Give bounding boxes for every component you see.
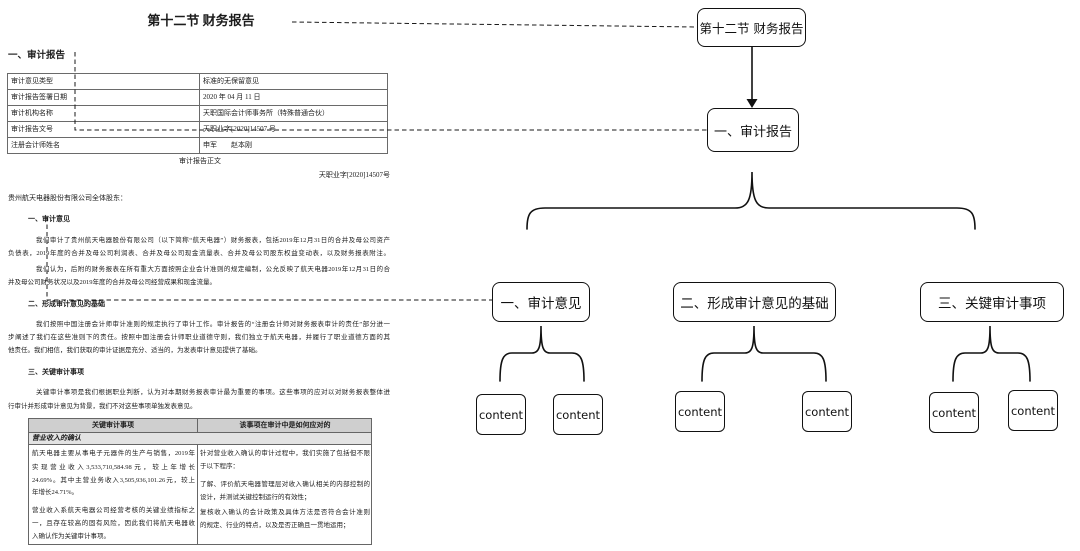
- matter-line: 营业收入系航天电器公司经营考核的关键业绩指标之: [32, 507, 195, 514]
- table-header-row: 关键审计事项 该事项在审计中是如何应对的: [29, 419, 371, 433]
- paragraph-line: 步阐述了我们在这些准则下的责任。按照中国注册会计师职业道德守则，我们独立于航天电…: [8, 334, 390, 341]
- column-header: 该事项在审计中是如何应对的: [239, 421, 331, 429]
- key-audit-matters-node: 三、关键审计事项: [920, 282, 1064, 322]
- brace-basis-contents: [701, 325, 827, 382]
- section-title: 第十二节 财务报告: [147, 13, 255, 28]
- node-label: 一、审计意见: [500, 296, 582, 312]
- brace-key-matters-contents: [952, 325, 1031, 382]
- paragraph-line: 我们按照中国注册会计师审计准则的规定执行了审计工作。审计报告的“注册会计师对财务…: [36, 321, 390, 328]
- paragraph-line: 关键审计事项是我们根据职业判断，认为对本期财务报表审计最为重要的事项。这些事项的…: [36, 389, 390, 396]
- opinion-basis-node: 二、形成审计意见的基础: [673, 282, 836, 322]
- table-row: 注册会计师姓名 申军 赵本刚: [7, 137, 388, 154]
- arrow-root-to-audit-report: [746, 47, 758, 108]
- audit-report-node: 一、审计报告: [707, 108, 799, 152]
- connector-title-to-root: [291, 21, 698, 28]
- paragraph-line: 他责任。我们相信，我们获取的审计证据是充分、适当的，为发表审计意见提供了基础。: [8, 347, 262, 354]
- response-line: 于以下程序：: [200, 463, 239, 470]
- connector-audit-report-to-node: [74, 52, 707, 131]
- content-label: content: [478, 407, 524, 422]
- addressee: 贵州航天电器股份有限公司全体股东：: [8, 194, 127, 202]
- response-line: 针对营业收入确认的审计过程中，我们实施了包括但不限: [200, 450, 370, 457]
- key-audit-matters-heading: 三、关键审计事项: [28, 368, 84, 376]
- content-box: content: [802, 391, 852, 432]
- column-divider: [197, 445, 198, 545]
- group-title: 营业收入的确认: [32, 434, 81, 442]
- brace-audit-report-children: [526, 171, 976, 230]
- matter-line: 实现营业收入3,533,710,584.98元，较上年增长: [32, 464, 195, 471]
- audit-summary-table: 审计意见类型 标准的无保留意见 审计报告签署日期 2020 年 04 月 11 …: [7, 73, 388, 154]
- arrow-head: [746, 99, 758, 108]
- matter-line: 航天电器主要从事电子元器件的生产与销售，2019年: [32, 450, 195, 457]
- node-label: 三、关键审计事项: [938, 296, 1046, 312]
- opinion-basis-heading: 二、形成审计意见的基础: [28, 300, 105, 308]
- content-box: content: [675, 391, 725, 432]
- content-label: content: [804, 404, 850, 419]
- matter-line: 24.69%。其中主营业务收入3,505,936,101.26元，较上: [32, 477, 195, 484]
- matter-line: 入确认作为关键审计事项。: [32, 533, 110, 540]
- content-label: content: [555, 407, 601, 422]
- node-label: 二、形成审计意见的基础: [680, 296, 829, 312]
- report-body-title: 审计报告正文: [179, 157, 221, 165]
- content-label: content: [931, 405, 977, 420]
- braces: [499, 171, 1031, 382]
- node-label: 第十二节 财务报告: [699, 21, 804, 36]
- key-audit-matters-table: 关键审计事项 该事项在审计中是如何应对的 营业收入的确认 航天电器主要从事电子元…: [28, 418, 372, 545]
- content-box: content: [476, 394, 526, 435]
- content-box: content: [1008, 390, 1058, 431]
- audit-opinion-heading: 一、审计意见: [28, 215, 70, 223]
- response-line: 的规定、行业的特点，以及是否正确且一贯地运用；: [200, 522, 350, 529]
- response-line: 设计，并测试关键控制运行的有效性；: [200, 494, 311, 501]
- table-row: 审计机构名称 天职国际会计师事务所（特殊普通合伙）: [7, 105, 388, 122]
- paragraph-line: 我们审计了贵州航天电器股份有限公司（以下简称“航天电器”）财务报表，包括2019…: [36, 237, 390, 244]
- summary-value: 申军 赵本刚: [199, 137, 388, 154]
- paragraph-line: 负债表，2019年度的合并及母公司利润表、合并及母公司现金流量表、合并及母公司股…: [8, 250, 390, 257]
- column-header: 关键审计事项: [92, 421, 134, 429]
- paragraph-line: 行审计并形成审计意见为背景，我们不对这些事项单独发表意见。: [8, 403, 197, 410]
- paragraph-line: 并及母公司财务状况以及2019年度的合并及母公司经营成果和现金流量。: [8, 279, 216, 286]
- annual-report-excerpt: 第十二节 财务报告 一、审计报告 审计意见类型 标准的无保留意见 审计报告签署日…: [0, 0, 400, 551]
- node-label: 一、审计报告: [713, 124, 792, 140]
- root-node: 第十二节 财务报告: [697, 8, 806, 47]
- response-line: 了解、评价航天电器管理层对收入确认相关的内部控制的: [200, 481, 370, 488]
- audit-report-heading: 一、审计报告: [8, 51, 66, 61]
- content-box: content: [553, 394, 603, 435]
- content-label: content: [677, 404, 723, 419]
- column-divider: [197, 419, 198, 433]
- report-number: 天职业字[2020]14507号: [318, 171, 390, 179]
- content-label: content: [1010, 403, 1056, 418]
- audit-opinion-node: 一、审计意见: [492, 282, 590, 322]
- response-line: 复核收入确认的会计政策及具体方法是否符合会计准则: [200, 509, 370, 516]
- matter-line: 一，且存在较高的固有风险，因此我们将航天电器收: [32, 520, 195, 527]
- table-group-row: 营业收入的确认: [29, 433, 371, 445]
- dashed-connectors: [46, 21, 707, 301]
- paragraph-line: 我们认为，后附的财务报表在所有重大方面按照企业会计准则的规定编制，公允反映了航天…: [36, 266, 390, 273]
- connector-audit-opinion-to-node: [46, 217, 492, 301]
- brace-opinion-contents: [499, 325, 585, 382]
- content-box: content: [929, 392, 979, 433]
- matter-line: 年增长24.71%。: [32, 489, 79, 496]
